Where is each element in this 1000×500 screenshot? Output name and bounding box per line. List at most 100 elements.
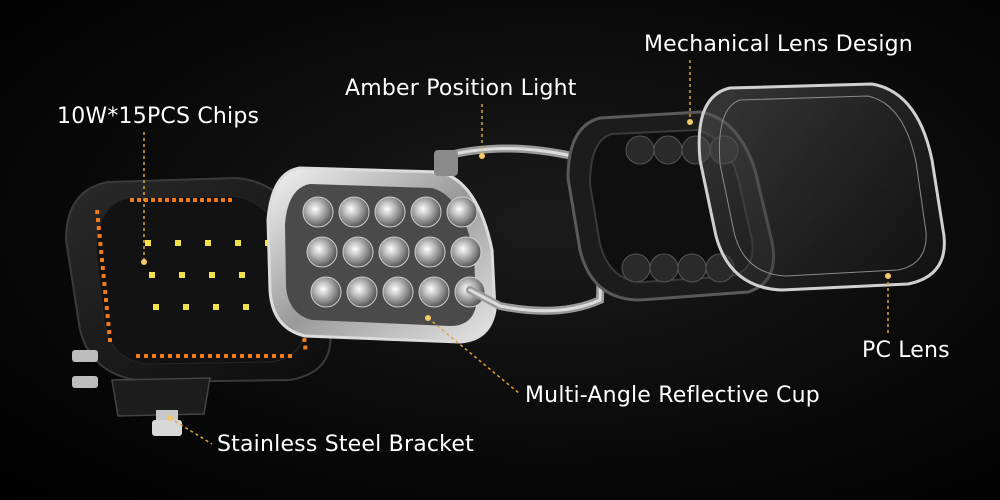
white-led-chip [145, 240, 151, 246]
white-led-chip [239, 272, 245, 278]
amber-led-dot [130, 198, 134, 202]
callout-dots [141, 119, 891, 421]
amber-led-dot [272, 354, 276, 358]
amber-led-dot [103, 290, 108, 294]
amber-led-dot [168, 354, 172, 358]
amber-led-dot [248, 354, 252, 358]
amber-led-dot [207, 198, 211, 202]
bracket [72, 350, 211, 436]
amber-led-dot [101, 274, 106, 278]
callout-mechanical-lens-design-label: Mechanical Lens Design [644, 32, 913, 57]
amber-led-dot [280, 354, 284, 358]
amber-led-dot [303, 345, 308, 350]
amber-led-dot [104, 298, 108, 302]
frame-bump [625, 135, 655, 165]
reflector-cup [342, 236, 374, 268]
amber-led-dot [179, 198, 183, 202]
callout-leader-lines [143, 60, 889, 445]
frame-bump [621, 253, 651, 283]
amber-led-dot [104, 306, 109, 310]
reflector-cup [418, 276, 450, 308]
amber-led-dot [192, 354, 196, 358]
callout-reflective-cup-label: Multi-Angle Reflective Cup [525, 383, 820, 408]
amber-led-dot [200, 198, 204, 202]
frame-bump [677, 253, 707, 283]
amber-led-dot [184, 354, 188, 358]
amber-led-dot [137, 198, 141, 202]
amber-led-dot [160, 354, 164, 358]
reflector-cup [374, 196, 406, 228]
amber-led-dot [186, 198, 190, 202]
callout-chips-label: 10W*15PCS Chips [57, 104, 260, 129]
reflector-cups [302, 196, 486, 308]
amber-led-dot [288, 354, 292, 358]
amber-led-dot [106, 322, 111, 326]
amber-led-dot [107, 330, 112, 334]
amber-led-dot [228, 198, 232, 202]
amber-led-dot [216, 354, 220, 358]
amber-led-dot [200, 354, 204, 358]
callout-amber-position-light-label: Amber Position Light [345, 76, 577, 101]
amber-led-dot [232, 354, 236, 358]
amber-led-dot [221, 198, 225, 202]
frame-bump [653, 135, 683, 165]
white-led-chip [235, 240, 241, 246]
amber-led-dot [99, 250, 104, 254]
amber-led-dot [302, 338, 307, 342]
white-led-chip [179, 272, 185, 278]
white-led-chip [209, 272, 215, 278]
amber-led-dot [193, 198, 197, 202]
amber-led-dot [240, 354, 244, 358]
leader-cup [427, 317, 521, 395]
white-led-chip [213, 304, 219, 310]
amber-led-dot [158, 198, 162, 202]
amber-led-dot [172, 198, 176, 202]
amber-led-dot [224, 354, 228, 358]
amber-led-dot [144, 198, 148, 202]
white-led-chip [175, 240, 181, 246]
callout-pc-lens-label: PC Lens [862, 338, 950, 363]
amber-led-dot [165, 198, 169, 202]
reflector-cup [302, 196, 334, 228]
amber-led-dot [208, 354, 212, 358]
amber-led-dot [108, 338, 112, 342]
amber-led-dot [102, 282, 107, 286]
amber-led-dot [95, 210, 100, 214]
frame-bump [649, 253, 679, 283]
amber-led-dot [96, 218, 100, 222]
reflector-cup [306, 236, 338, 268]
amber-led-dot [136, 354, 140, 358]
white-led-chip [183, 304, 189, 310]
reflector-cup [338, 196, 370, 228]
amber-led-dot [98, 242, 103, 246]
amber-led-dot [96, 226, 101, 230]
reflector-cup [446, 196, 478, 228]
amber-led-dot [256, 354, 260, 358]
amber-led-dot [152, 354, 156, 358]
amber-led-dot [105, 314, 110, 318]
white-led-chip [205, 240, 211, 246]
reflector-cup [450, 236, 482, 268]
reflector-cup [378, 236, 410, 268]
reflector-cup [414, 236, 446, 268]
reflector-cup [382, 276, 414, 308]
leader-bracket [169, 417, 213, 445]
led-housing [64, 176, 332, 436]
amber-led-dot [176, 354, 180, 358]
callout-bracket-label: Stainless Steel Bracket [217, 432, 474, 457]
white-led-chip [243, 304, 249, 310]
amber-led-dot [97, 234, 102, 238]
amber-led-dot [100, 266, 105, 270]
amber-led-dot [264, 354, 268, 358]
reflective-cup-assembly [266, 166, 497, 344]
amber-led-dot [151, 198, 155, 202]
white-led-chip [149, 272, 155, 278]
amber-led-dot [214, 198, 218, 202]
reflector-cup [310, 276, 342, 308]
reflector-cup [346, 276, 378, 308]
pc-lens [697, 82, 946, 292]
white-led-chip [153, 304, 159, 310]
amber-led-dot [100, 258, 104, 262]
reflector-cup [410, 196, 442, 228]
